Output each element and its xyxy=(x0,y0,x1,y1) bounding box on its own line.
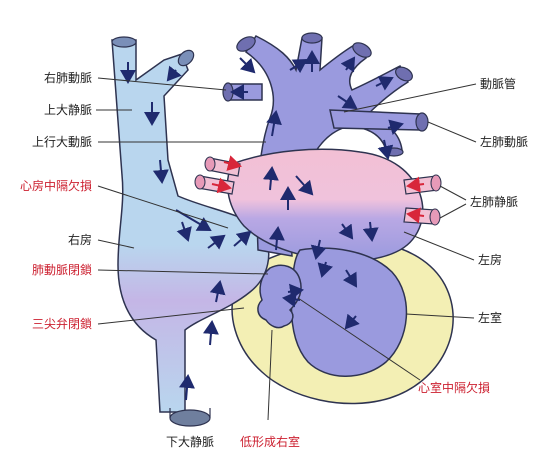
red-flow-arrows xyxy=(211,155,425,224)
label-pulmonary-atresia: 肺動脈閉鎖 xyxy=(32,262,92,277)
label-tricuspid-atresia: 三尖弁閉鎖 xyxy=(32,316,92,331)
hypoplastic-right-ventricle xyxy=(257,264,302,329)
label-hypoplastic-right-ventricle: 低形成右室 xyxy=(240,434,300,449)
ivc-opening xyxy=(169,409,211,427)
leader-lines xyxy=(96,77,477,421)
label-atrial-septal-defect: 心房中隔欠損 xyxy=(20,178,92,193)
svc-branch-opening xyxy=(177,49,195,67)
label-ventricular-septal-defect: 心室中隔欠損 xyxy=(418,380,490,395)
label-left-pulmonary-veins: 左肺静脈 xyxy=(470,194,518,209)
label-superior-vena-cava: 上大静脈 xyxy=(44,103,92,117)
left-pulmonary-artery xyxy=(329,109,421,131)
label-ductus-arteriosus: 動脈管 xyxy=(480,76,516,91)
label-right-pulmonary-artery: 右肺動脈 xyxy=(44,70,92,85)
label-right-atrium: 右房 xyxy=(68,232,92,247)
svc-opening xyxy=(111,36,137,48)
label-left-pulmonary-artery: 左肺動脈 xyxy=(480,134,528,149)
label-ascending-aorta: 上行大動脈 xyxy=(32,135,92,149)
label-left-ventricle: 左室 xyxy=(478,310,502,325)
label-inferior-vena-cava: 下大静脈 xyxy=(166,435,214,449)
right-atrium-vena-cava xyxy=(111,39,270,413)
label-left-atrium: 左房 xyxy=(478,252,502,267)
